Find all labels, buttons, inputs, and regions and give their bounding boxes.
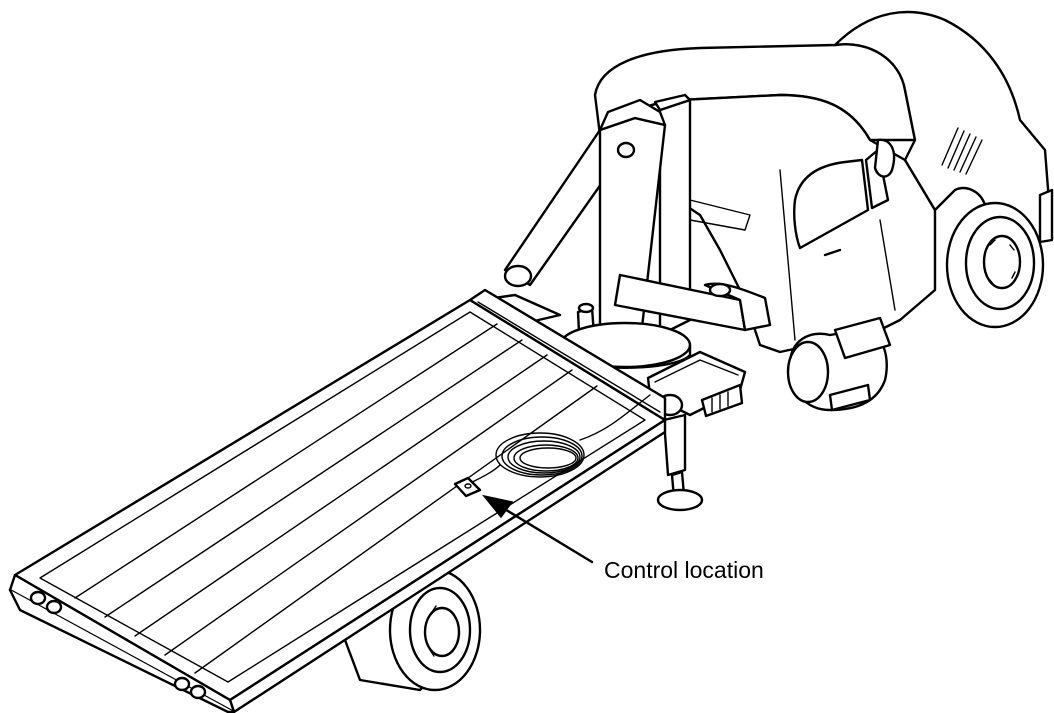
front-wheel [945,201,1045,329]
fuel-tank [786,316,892,412]
flatbed [8,288,667,713]
callout-arrow [482,494,594,564]
remote-control-unit[interactable] [453,476,482,498]
outrigger-jack [656,413,704,512]
control-cable-coil [461,394,651,489]
callout-label: Control location [604,557,764,583]
rear-wheel [343,568,482,692]
